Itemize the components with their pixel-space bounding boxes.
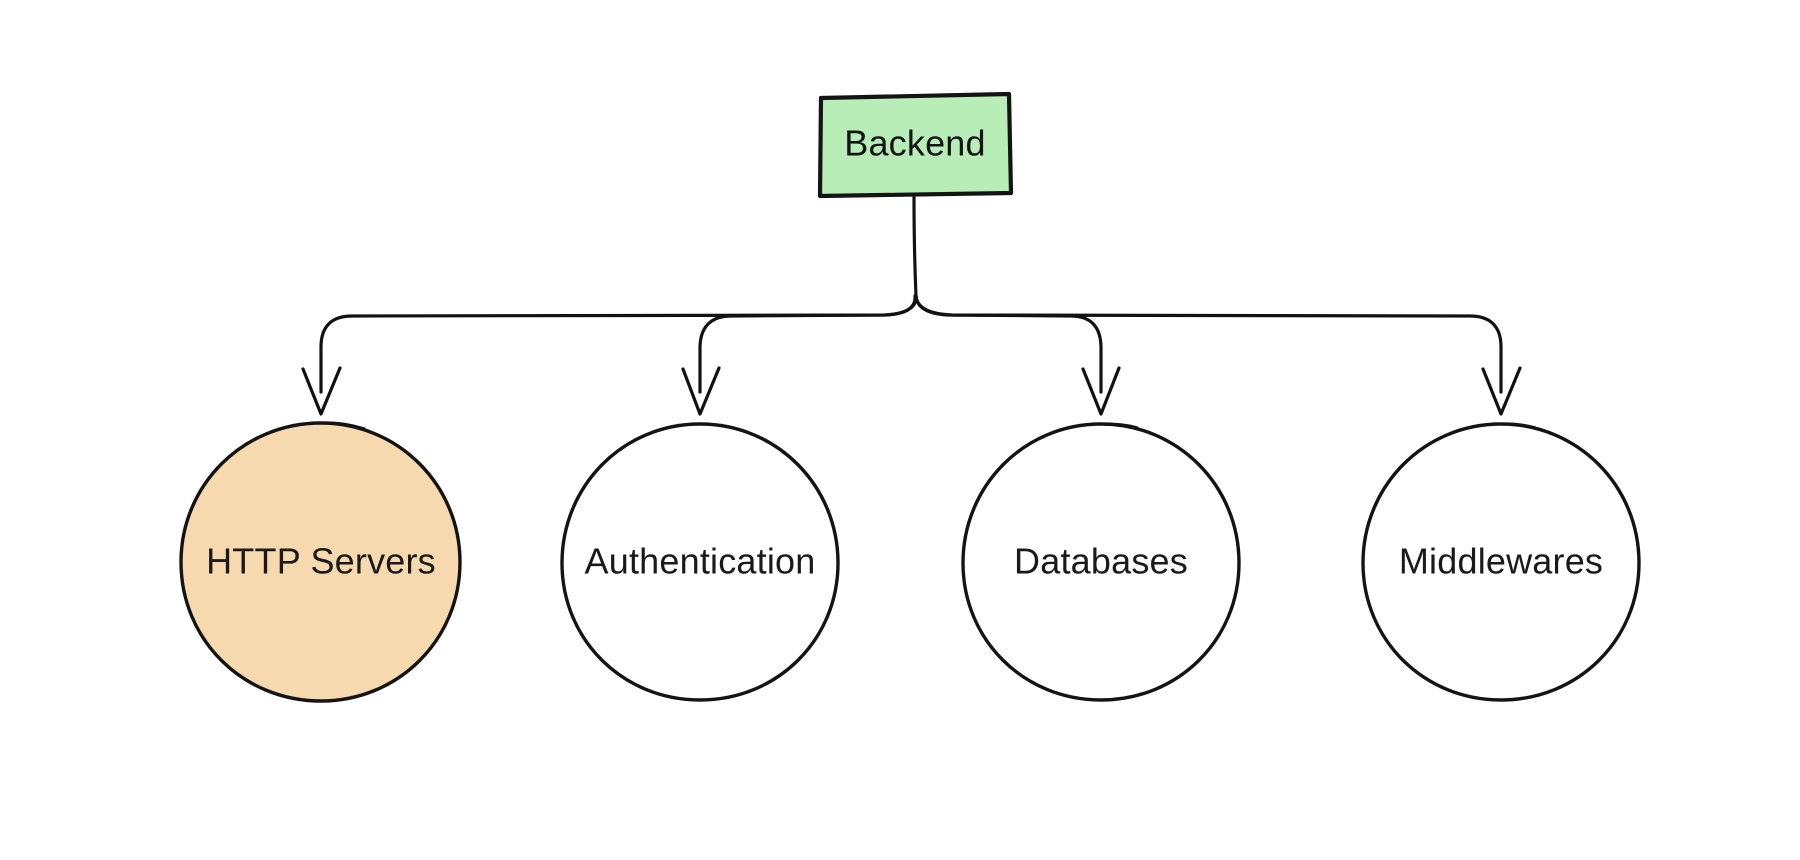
node-databases-label: Databases (1014, 541, 1188, 582)
edge-path-middlewares (914, 294, 1503, 394)
edge-path-databases (914, 294, 1103, 394)
arrowhead-middlewares (1481, 366, 1522, 416)
node-authentication-shape (560, 422, 840, 702)
node-http-servers[interactable]: HTTP Servers (179, 421, 462, 703)
arrowhead-databases (1081, 366, 1121, 416)
node-middlewares-label: Middlewares (1399, 541, 1603, 582)
edge-backend-middlewares[interactable] (914, 294, 1522, 416)
edge-path-authentication (698, 294, 917, 394)
node-backend[interactable]: Backend (817, 91, 1014, 199)
node-middlewares[interactable]: Middlewares (1361, 422, 1641, 702)
node-databases[interactable]: Databases (961, 422, 1241, 702)
edge-backend-http-servers[interactable] (301, 194, 918, 416)
node-backend-label: Backend (844, 123, 986, 164)
node-backend-shape (817, 91, 1014, 199)
edge-layer (301, 194, 1522, 416)
node-http-servers-label: HTTP Servers (206, 541, 436, 582)
edge-path-http-servers (319, 194, 918, 394)
node-middlewares-shape (1361, 422, 1641, 702)
node-authentication[interactable]: Authentication (560, 422, 840, 702)
node-authentication-label: Authentication (585, 541, 816, 582)
node-databases-shape (961, 422, 1241, 702)
arrowhead-authentication (681, 366, 721, 416)
edge-backend-authentication[interactable] (681, 294, 917, 416)
node-http-servers-shape (179, 421, 462, 703)
arrowhead-http-servers (301, 366, 342, 416)
